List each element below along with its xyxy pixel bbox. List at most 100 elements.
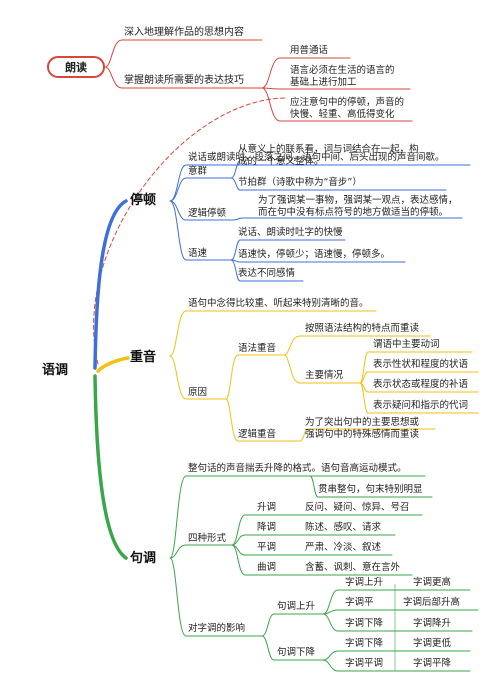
node-zhongyin[interactable]: 重音 [130, 350, 157, 365]
green-link-jiang1 [322, 650, 471, 661]
yellow-link-case4 [359, 382, 479, 414]
langdu-sub1: 用普通话 [290, 45, 329, 56]
zhongyin-def: 语句中念得比较重、听起来特别清晰的音。 [188, 298, 369, 309]
zhongyin-case-2: 表示性状和程度的状语 [373, 359, 469, 370]
tingdun-yiqun-desc-b: 成的一个意义整体。 [238, 156, 324, 167]
judiao-sizhong: 四种形式 [188, 533, 227, 544]
yellow-link-case1 [359, 351, 473, 384]
blue-link-yusu2 [230, 259, 406, 263]
green-main-stroke [93, 374, 128, 560]
green-link-sheng2 [322, 609, 479, 615]
jiang-b-2: 字调平降 [413, 658, 452, 669]
yellow-link-zhuyao [283, 354, 361, 384]
zhongyin-zhuyao: 主要情况 [305, 370, 344, 381]
node-langdu[interactable]: 朗读 [47, 56, 105, 78]
node-judiao[interactable]: 句调 [130, 551, 157, 566]
red-connectors [93, 39, 413, 365]
yellow-link-case2 [359, 371, 479, 384]
tingdun-luoji-desc-a: 为了强调某一事物，强调某一观点，表达感情， [258, 195, 458, 206]
judiao-sheng-title: 句调上升 [277, 601, 316, 612]
blue-main-stroke [93, 199, 128, 370]
tingdun-yusu-1: 说话、朗读时吐字的快慢 [238, 227, 343, 238]
yellow-link-def [169, 310, 377, 357]
langdu-item2: 掌握朗读所需要的表达技巧 [124, 75, 244, 86]
form-desc-1: 反问、疑问、惊异、号召 [305, 502, 410, 513]
green-link-form4 [231, 544, 413, 576]
blue-link-jiepaiqun [230, 177, 447, 191]
node-tingdun[interactable]: 停顿 [130, 193, 157, 208]
tingdun-luoji-desc-b: 而在句中没有标点符号的地方做适当的停顿。 [258, 207, 449, 218]
blue-link-yiqun-desc [230, 160, 241, 179]
form-name-3: 平调 [257, 542, 277, 553]
form-desc-3: 严肃、冷淡、叙述 [305, 542, 382, 553]
jiang-a-1: 字调下降 [345, 638, 384, 649]
green-link-form2 [231, 534, 396, 546]
zhongyin-yuanyin: 原因 [188, 387, 208, 398]
red-link-item1 [104, 39, 263, 68]
langdu-sub2a: 语言必须在生活的语言的 [290, 65, 395, 76]
yellow-link-luoji [225, 398, 301, 442]
yellow-link-case3 [359, 382, 479, 393]
blue-link-yusu3 [230, 259, 304, 282]
yellow-link-yuanyin [169, 355, 227, 400]
blue-link-luoji-desc [232, 217, 463, 221]
zhongyin-case-4: 表示疑问和指示的代词 [373, 400, 469, 411]
tingdun-yiqun: 意群 [188, 166, 208, 177]
red-link-item2 [104, 66, 263, 89]
form-desc-4: 含蓄、讽刺、意在言外 [305, 562, 401, 573]
green-link-jiang2 [322, 659, 471, 672]
red-link-sub2 [261, 87, 411, 90]
tingdun-yiqun-desc-a: 从意义上的联系看，词与词结合在一起，构 [238, 144, 419, 155]
sheng-a-2: 字调平 [345, 597, 374, 608]
form-desc-2: 陈述、感叹、请求 [305, 522, 382, 533]
zhongyin-yufa-desc: 按照语法结构的特点而重读 [305, 323, 420, 334]
node-root-yudiao[interactable]: 语调 [42, 363, 69, 378]
tingdun-jiepaiqun: 节拍群（诗歌中称为“音步”） [238, 177, 362, 188]
blue-link-luoji [169, 200, 234, 221]
red-link-sub1 [261, 57, 351, 89]
judiao-jiang-title: 句调下降 [277, 647, 316, 658]
yellow-link-yufa [225, 354, 285, 400]
tingdun-luoji: 逻辑停顿 [188, 208, 227, 219]
zhongyin-yufa: 语法重音 [238, 343, 277, 354]
jiang-a-2: 字调平调 [345, 658, 384, 669]
blue-link-yiqun [169, 177, 232, 202]
sheng-a-1: 字调上升 [345, 577, 384, 588]
langdu-sub3a: 应注意句中的停顿，声音的 [290, 97, 405, 108]
langdu-sub3b: 快慢、轻重、高低得变化 [290, 109, 395, 120]
tingdun-yusu-3: 表达不同感情 [238, 268, 296, 279]
green-link-sheng [261, 613, 324, 637]
yellow-main-stroke [96, 356, 130, 373]
green-link-sheng3 [322, 613, 473, 632]
red-link-sub3 [261, 87, 413, 122]
blue-link-yusu1 [230, 239, 346, 261]
form-name-4: 曲调 [257, 562, 277, 573]
sheng-b-1: 字调更高 [413, 577, 452, 588]
zhongyin-luoji-desc-b: 强调句中的特殊感情而重读 [305, 429, 420, 440]
green-link-sizhong [169, 544, 233, 559]
langdu-item1: 深入地理解作品的思想内容 [124, 27, 244, 38]
green-link-def [169, 475, 426, 559]
form-name-2: 降调 [257, 522, 277, 533]
tingdun-yusu: 语速 [188, 248, 208, 259]
green-connectors [93, 374, 479, 672]
green-link-sheng1 [322, 589, 471, 615]
blue-connectors [93, 160, 471, 370]
tingdun-yusu-2: 语速快，停顿少；语速慢，停顿多。 [238, 249, 391, 260]
green-link-guanchuan [309, 475, 433, 498]
green-link-jiang [261, 635, 324, 661]
form-name-1: 升调 [257, 502, 277, 513]
sheng-b-2: 字调后部升高 [403, 597, 461, 608]
sheng-b-3: 字调降升 [413, 618, 452, 629]
judiao-guanchuan: 贯串整句，句末特别明显 [318, 484, 423, 495]
yellow-link-luoji-desc [299, 428, 436, 442]
yellow-connectors [96, 310, 479, 442]
green-link-yingxiang [169, 557, 263, 637]
langdu-sub2b: 基础上进行加工 [290, 77, 357, 88]
blue-link-yusu [169, 200, 232, 261]
tingdun-def: 说话或朗读时，段落之间，语句中间、后头出现的声音间歇。 [188, 152, 445, 163]
judiao-def: 整句话的声音揣丢升降的格式。语句音高运动模式。 [188, 463, 407, 474]
zhongyin-luoji-desc-a: 为了突出句中的主要思想或 [305, 417, 420, 428]
